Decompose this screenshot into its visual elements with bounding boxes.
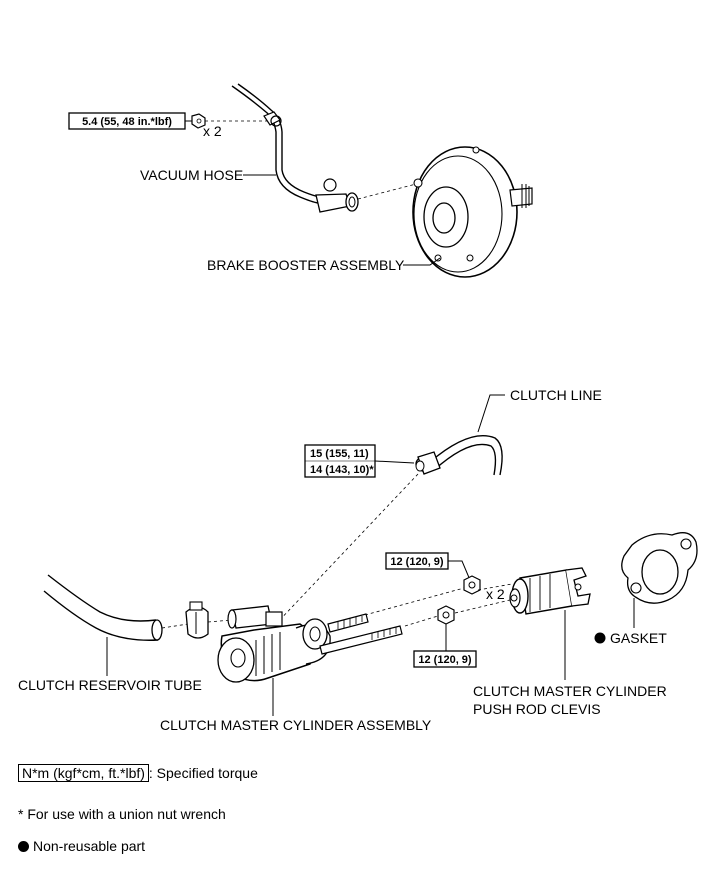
leader-line	[403, 257, 441, 266]
torque-box-nut-top-text: 12 (120, 9)	[390, 556, 444, 568]
nut-quantity: x 2	[203, 123, 222, 139]
leader-line	[374, 460, 415, 464]
gasket	[621, 532, 698, 604]
flange-nut-bottom	[437, 605, 455, 625]
label-clevis-1: CLUTCH MASTER CYLINDER	[473, 683, 667, 699]
upper-assembly-group: 5.4 (55, 48 in.*lbf) x 2 VACUUM HOSE	[68, 83, 533, 278]
torque-box-clutch-line-text-2: 14 (143, 10)*	[310, 464, 374, 476]
legend-non-reusable: Non-reusable part	[18, 838, 145, 854]
dashed-guide	[274, 473, 419, 626]
label-vacuum-hose: VACUUM HOSE	[140, 167, 243, 183]
vacuum-hose	[231, 83, 359, 213]
label-gasket: GASKET	[610, 630, 667, 646]
legend-torque-units: N*m (kgf*cm, ft.*lbf)	[18, 764, 149, 782]
label-clutch-line: CLUTCH LINE	[510, 387, 602, 403]
leader-line	[448, 560, 471, 581]
torque-box-clutch-line-text-1: 15 (155, 11)	[310, 448, 369, 460]
label-brake-booster: BRAKE BOOSTER ASSEMBLY	[207, 257, 405, 273]
hose-clamp-nut	[191, 113, 206, 129]
non-reusable-icon	[594, 632, 606, 644]
clutch-line-pipe	[415, 435, 503, 476]
legend-torque-desc: : Specified torque	[148, 765, 258, 781]
dashed-guide	[357, 183, 417, 200]
brake-booster	[412, 146, 533, 278]
legend-torque: N*m (kgf*cm, ft.*lbf): Specified torque	[18, 764, 258, 782]
torque-box-nut-bottom	[413, 650, 477, 668]
lower-assembly-group: CLUTCH LINE 15 (155, 11) 14 (143, 10)* 1…	[18, 387, 698, 733]
torque-box-vacuum-text: 5.4 (55, 48 in.*lbf)	[82, 116, 172, 128]
flange-nut-top	[463, 575, 481, 595]
reservoir-tube	[43, 574, 163, 641]
nut-quantity-lower: x 2	[486, 586, 505, 602]
push-rod-clevis	[509, 567, 591, 615]
label-master-cylinder: CLUTCH MASTER CYLINDER ASSEMBLY	[160, 717, 432, 733]
torque-box-nut-bottom-text: 12 (120, 9)	[418, 654, 472, 666]
hose-clip	[185, 601, 209, 639]
legend-union-note: * For use with a union nut wrench	[18, 806, 226, 822]
leader-line	[477, 394, 505, 433]
master-cylinder-body	[217, 605, 403, 683]
non-reusable-dot-icon	[18, 841, 29, 852]
dashed-guide	[454, 599, 511, 614]
dashed-guide	[404, 615, 439, 627]
label-reservoir-tube: CLUTCH RESERVOIR TUBE	[18, 677, 202, 693]
dashed-guide	[364, 587, 465, 616]
label-clevis-2: PUSH ROD CLEVIS	[473, 701, 601, 717]
legend-non-reusable-text: Non-reusable part	[33, 838, 146, 854]
dashed-guide	[161, 623, 189, 629]
